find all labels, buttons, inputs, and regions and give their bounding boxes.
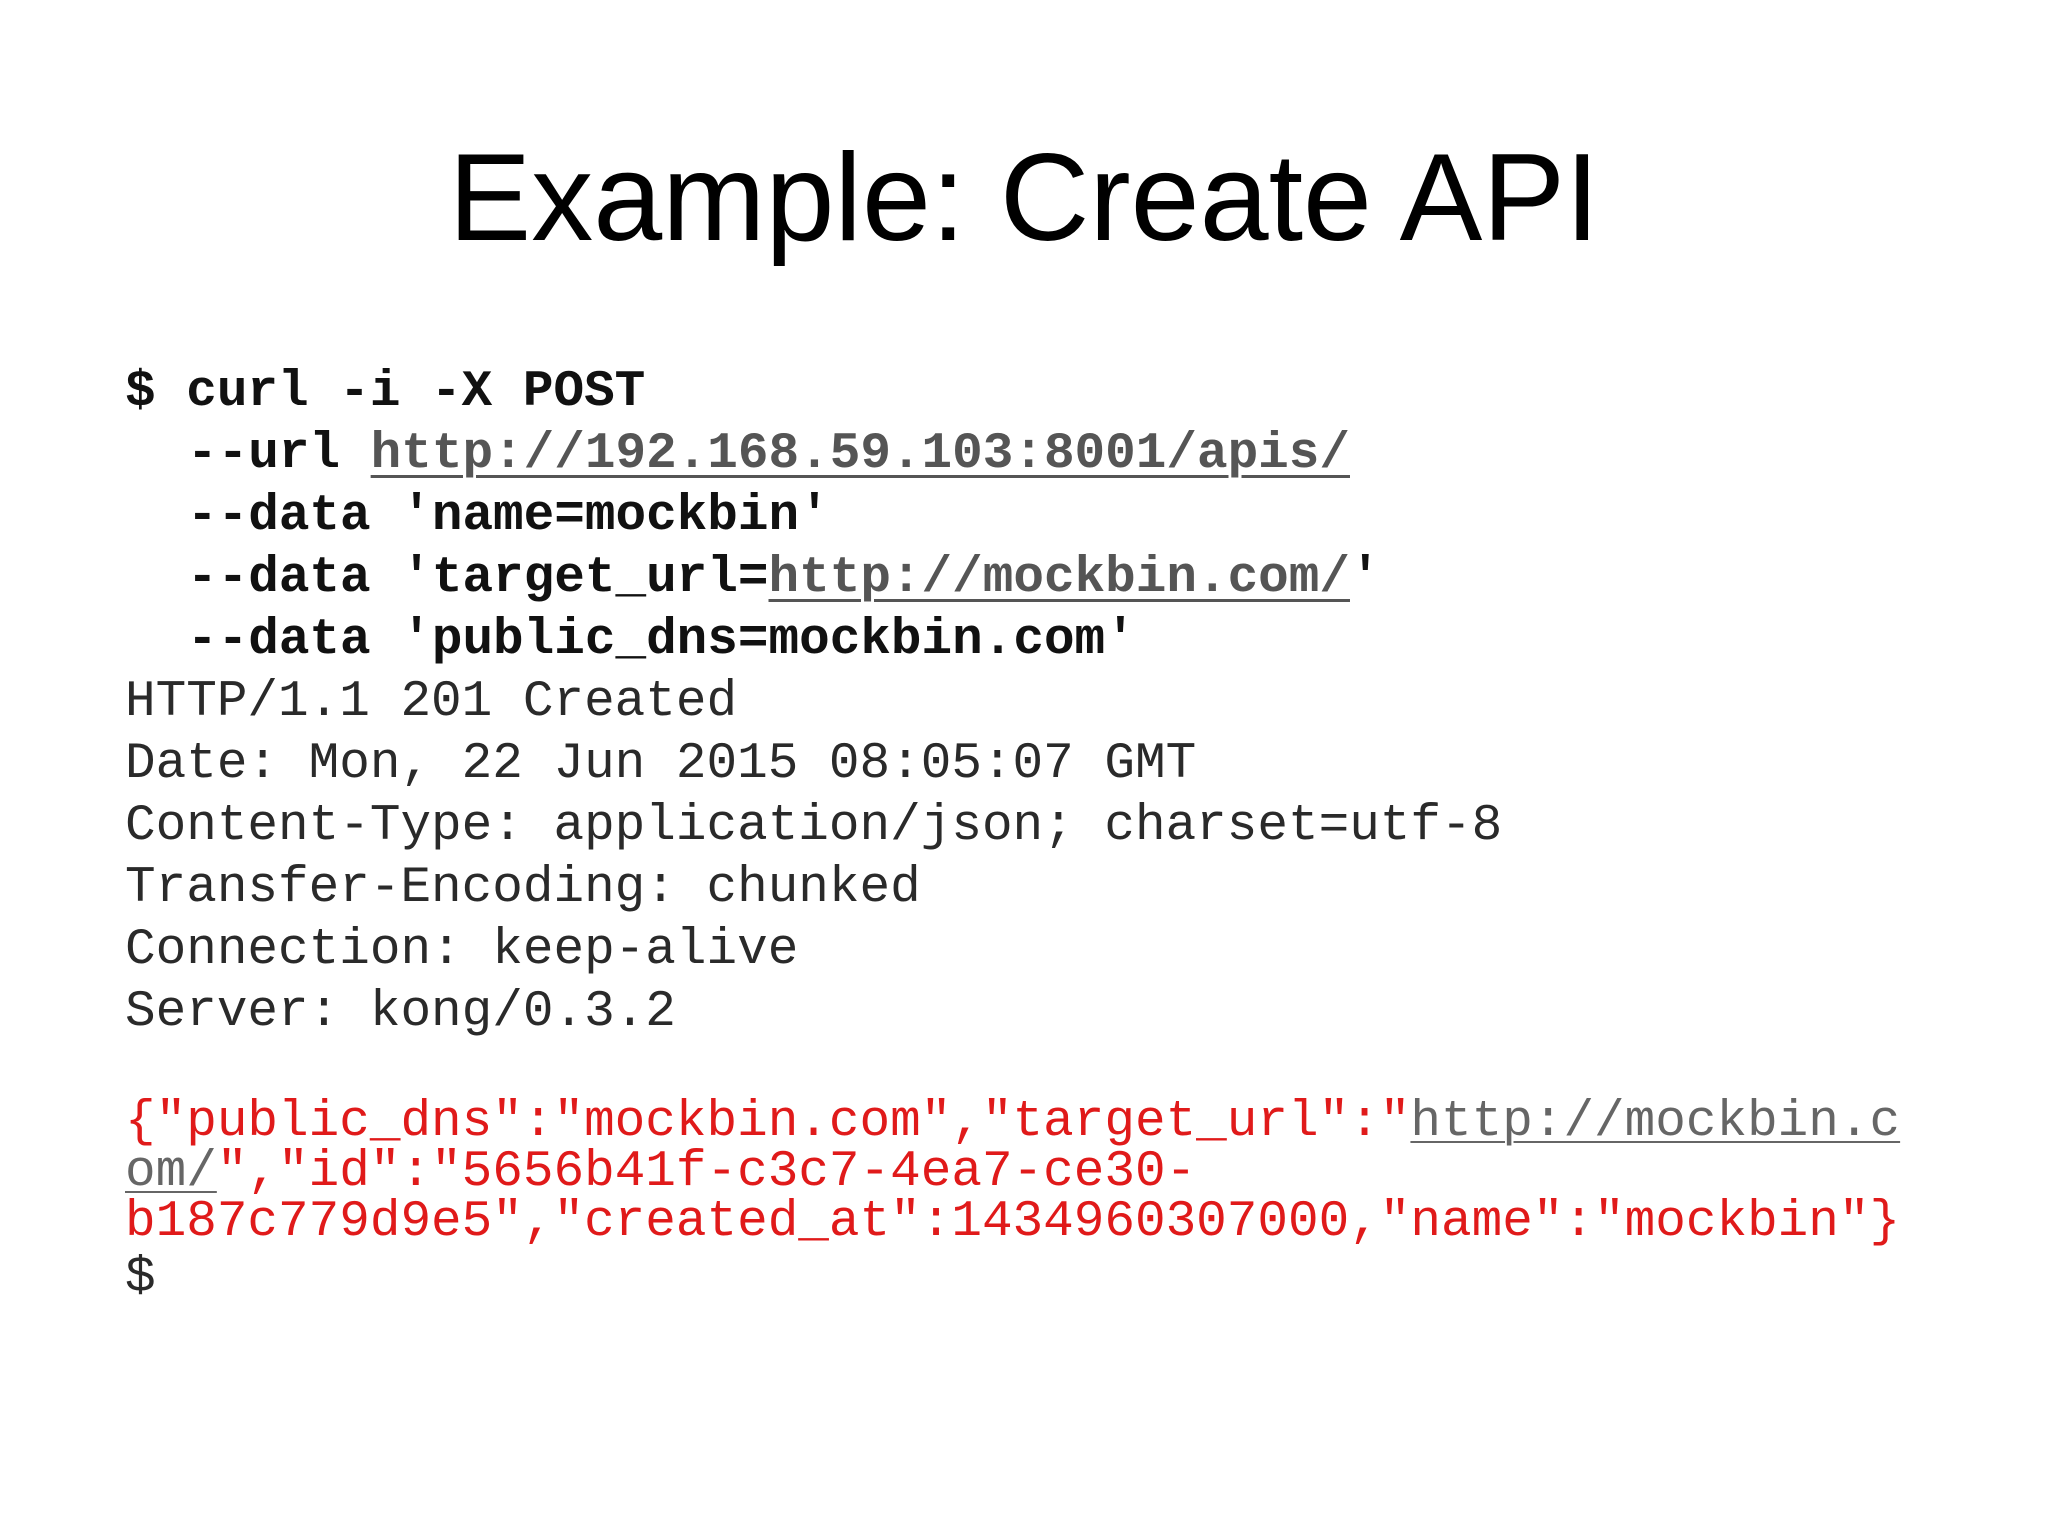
response-date-header: Date: Mon, 22 Jun 2015 08:05:07 GMT (125, 736, 1197, 793)
data-public-dns-line: --data 'public_dns=mockbin.com' (187, 612, 1136, 669)
json-line-1: {"public_dns":"mockbin.com","target_url"… (125, 1097, 1925, 1148)
url-flag: --url (187, 426, 371, 483)
response-server-header: Server: kong/0.3.2 (125, 984, 676, 1041)
curl-command-line: $ curl -i -X POST (125, 364, 646, 421)
response-content-type-header: Content-Type: application/json; charset=… (125, 798, 1503, 855)
data-target-url-prefix: --data 'target_url= (187, 550, 769, 607)
json-line-3: b187c779d9e5","created_at":1434960307000… (125, 1194, 1901, 1251)
response-status-line: HTTP/1.1 201 Created (125, 674, 738, 731)
response-connection-header: Connection: keep-alive (125, 922, 799, 979)
api-url-link[interactable]: http://192.168.59.103:8001/apis/ (370, 426, 1350, 483)
json-line-2-text: ","id":"5656b41f-c3c7-4ea7-ce30- (216, 1144, 1197, 1201)
url-flag-line: --url http://192.168.59.103:8001/apis/ (125, 424, 1925, 486)
data-name-line: --data 'name=mockbin' (187, 488, 830, 545)
json-target-url-link-part2[interactable]: om/ (125, 1144, 217, 1201)
json-body: {"public_dns":"mockbin.com","target_url"… (125, 1097, 1925, 1251)
mockbin-link[interactable]: http://mockbin.com/ (768, 550, 1351, 607)
json-target-url-link-part1[interactable]: http://mockbin.c (1410, 1094, 1901, 1151)
json-line-2: om/","id":"5656b41f-c3c7-4ea7-ce30- (125, 1147, 1925, 1198)
code-block: $ curl -i -X POST --url http://192.168.5… (125, 362, 1925, 1310)
shell-prompt: $ (125, 1250, 156, 1307)
json-line-1-text: {"public_dns":"mockbin.com","target_url"… (125, 1094, 1411, 1151)
data-target-url-line: --data 'target_url=http://mockbin.com/' (125, 548, 1925, 610)
spacer (125, 1044, 1925, 1098)
data-target-url-suffix: ' (1350, 550, 1381, 607)
slide-title: Example: Create API (448, 129, 1600, 267)
response-transfer-encoding-header: Transfer-Encoding: chunked (125, 860, 921, 917)
